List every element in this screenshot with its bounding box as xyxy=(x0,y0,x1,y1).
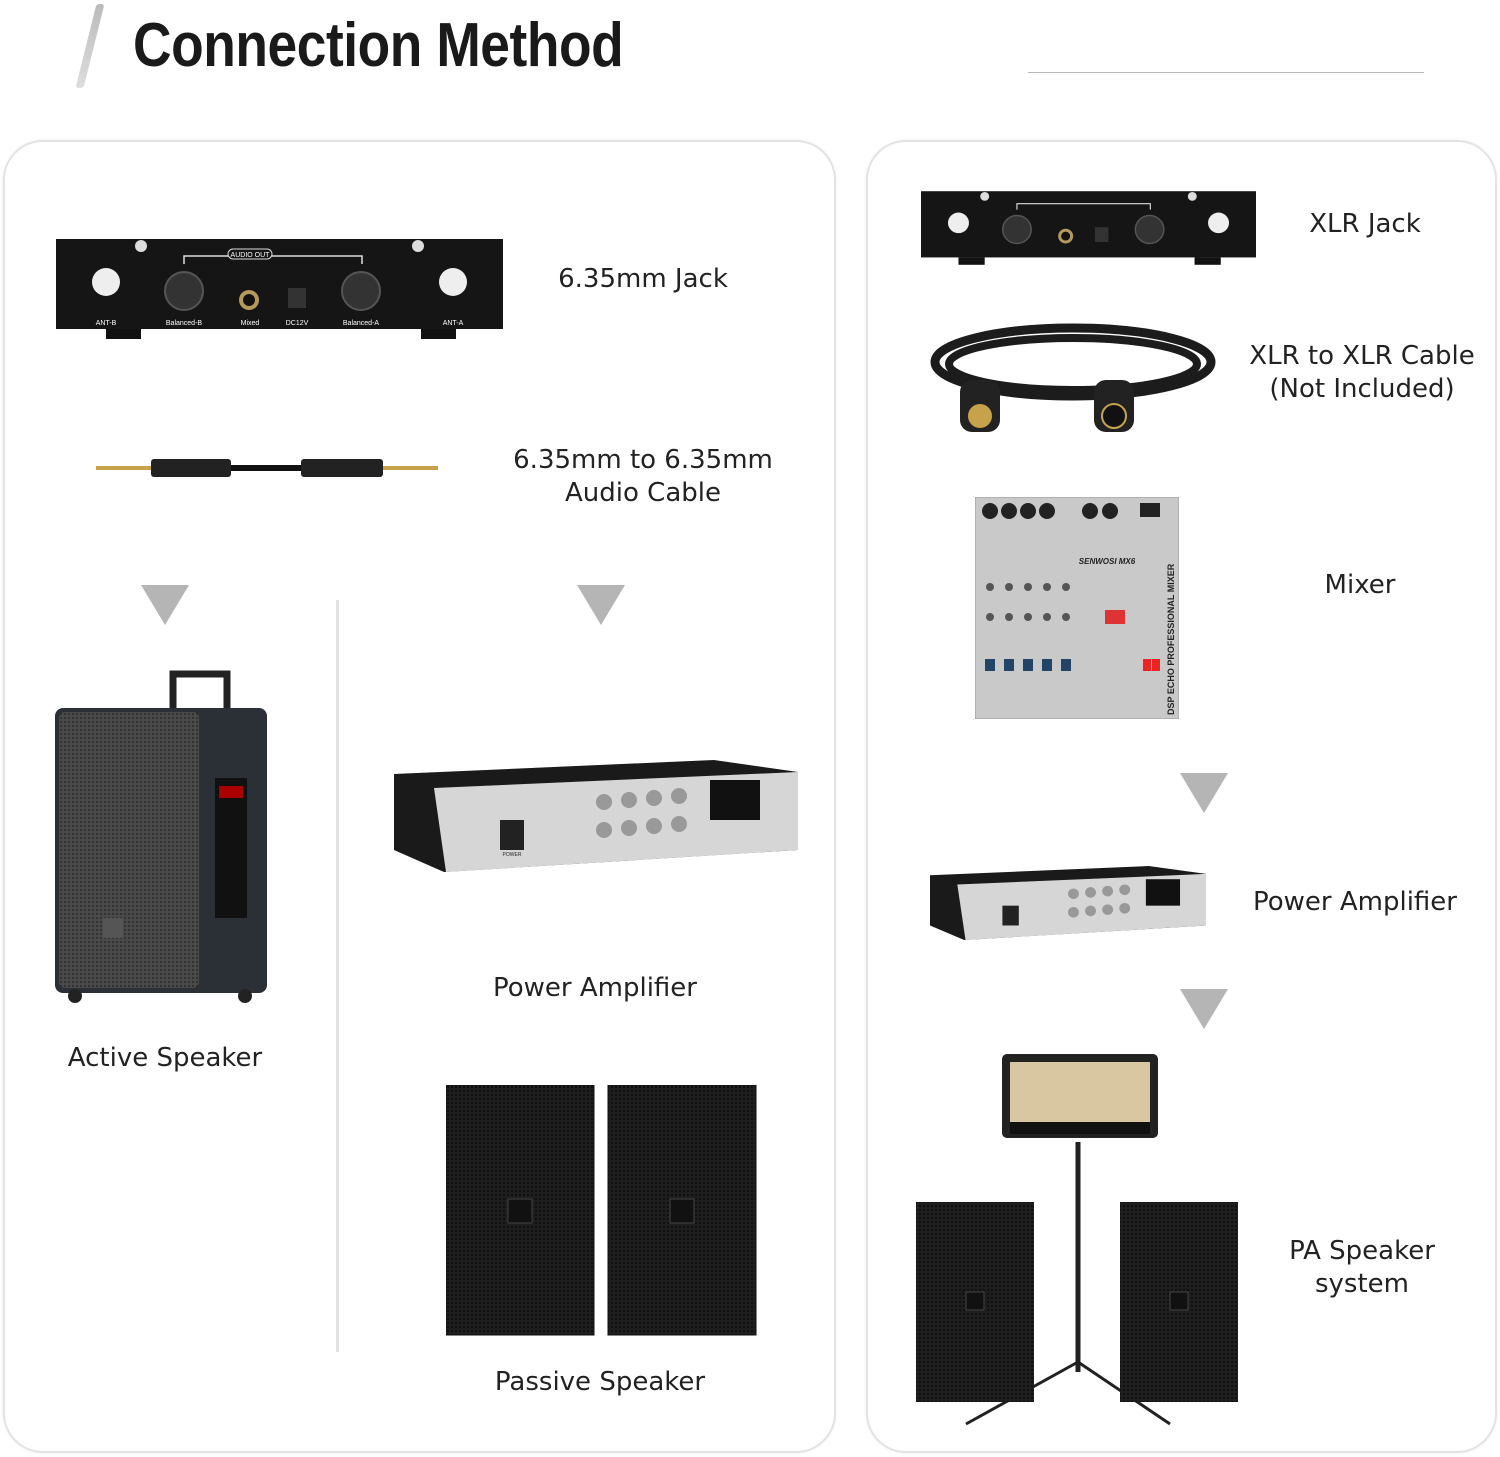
passive-speakers-image xyxy=(446,1085,757,1336)
power-amplifier-image-small xyxy=(930,866,1206,941)
title-slash-decoration xyxy=(75,4,105,88)
jack-label: 6.35mm Jack xyxy=(558,264,728,294)
port-label: ANT-B xyxy=(96,320,117,327)
audio-cable-image xyxy=(96,459,438,477)
xlr-jack-label: XLR Jack xyxy=(1309,209,1421,239)
mixer-image: SENWOSI MX6 DSP ECHO PROFESSIONAL MIXER xyxy=(975,497,1179,719)
arrow-down-icon xyxy=(577,585,625,625)
receiver-back-panel-small xyxy=(921,191,1256,265)
pa-speaker-label-2: system xyxy=(1315,1269,1409,1299)
xlr-cable-image xyxy=(930,323,1216,432)
passive-speaker-label: Passive Speaker xyxy=(494,1367,706,1397)
page-title: Connection Method xyxy=(133,11,624,80)
pa-speaker-label-1: PA Speaker xyxy=(1289,1236,1435,1266)
receiver-back-panel: AUDIO OUT ANT-B Balanced-B Mixed DC12V B… xyxy=(56,239,503,339)
audio-cable-label-1: 6.35mm to 6.35mm xyxy=(513,445,773,475)
power-switch-label: POWER xyxy=(503,852,522,858)
column-divider xyxy=(336,600,339,1352)
mixer-brand: SENWOSI MX6 xyxy=(1079,557,1136,566)
arrow-down-icon xyxy=(141,585,189,625)
port-label: Mixed xyxy=(241,320,260,327)
title-rule xyxy=(1028,72,1424,73)
mixer-label: Mixer xyxy=(1324,570,1396,600)
power-amplifier-label-right: Power Amplifier xyxy=(1252,887,1458,917)
port-label: DC12V xyxy=(286,320,309,327)
active-speaker-label: Active Speaker xyxy=(67,1043,263,1073)
port-label: Balanced-A xyxy=(343,320,380,327)
xlr-cable-label-1: XLR to XLR Cable xyxy=(1249,341,1475,371)
mixer-side-text: DSP ECHO PROFESSIONAL MIXER xyxy=(1166,563,1176,715)
audio-out-label: AUDIO OUT xyxy=(231,252,271,259)
arrow-down-icon xyxy=(1180,989,1228,1029)
pa-speaker-system-image xyxy=(916,1054,1238,1426)
power-amplifier-image: POWER xyxy=(394,760,798,872)
port-label: ANT-A xyxy=(443,320,464,327)
audio-cable-label-2: Audio Cable xyxy=(565,478,721,508)
active-speaker-image xyxy=(55,670,267,1003)
port-label: Balanced-B xyxy=(166,320,203,327)
xlr-cable-label-2: (Not Included) xyxy=(1269,374,1455,404)
arrow-down-icon xyxy=(1180,773,1228,813)
power-amplifier-label-left: Power Amplifier xyxy=(492,973,698,1003)
